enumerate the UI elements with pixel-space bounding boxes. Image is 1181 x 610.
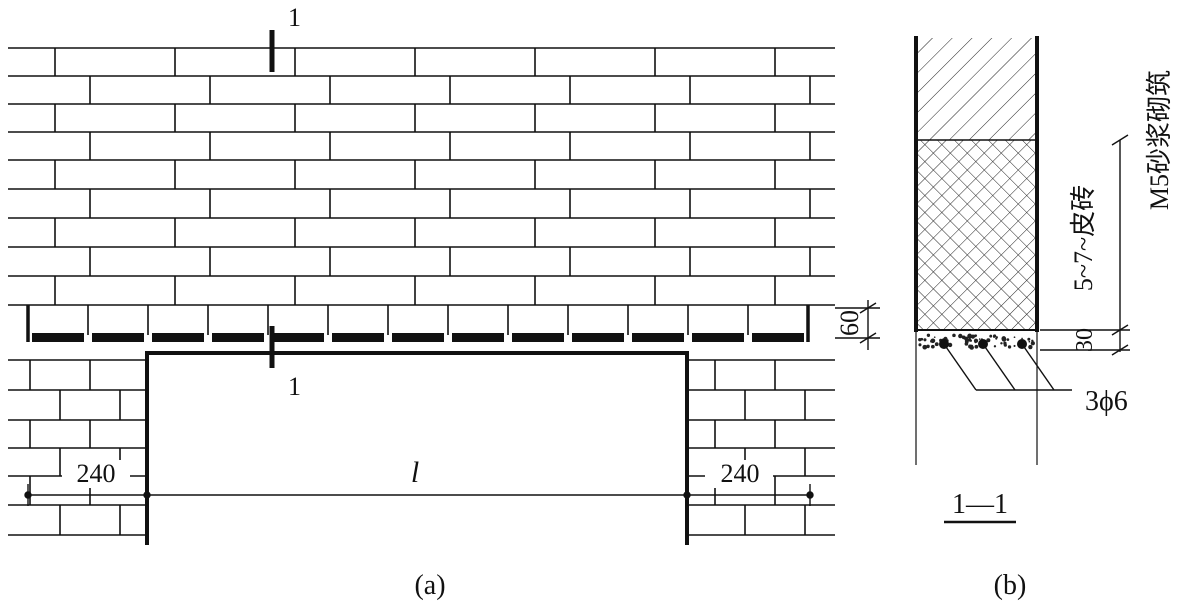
mortar-speck: [1013, 344, 1016, 347]
section-title: 1—1: [952, 489, 1008, 520]
mortar-speck: [1003, 343, 1007, 347]
mortar-speck: [964, 339, 969, 344]
mortar-speck: [974, 344, 979, 349]
lintel-brick-block: [512, 333, 564, 342]
lintel-brick-block: [572, 333, 624, 342]
section-mark-top-label: 1: [288, 3, 301, 32]
mortar-speck: [926, 345, 930, 349]
caption-b: (b): [994, 570, 1027, 601]
mortar-bed-hatching: [918, 333, 1035, 350]
mortar-speck: [986, 338, 991, 343]
dim-span-label: l: [411, 456, 419, 489]
mortar-speck: [934, 342, 939, 347]
mortar-speck: [1006, 338, 1010, 341]
lintel-brick-block: [272, 333, 324, 342]
lintel-brick-block: [752, 333, 804, 342]
rebar-label: 3ϕ6: [1085, 386, 1128, 417]
section-mark-bottom-label: 1: [288, 372, 301, 401]
mortar-speck: [1001, 337, 1007, 342]
mortar-speck: [1027, 337, 1031, 341]
mortar-speck: [1031, 342, 1034, 345]
mortar-speck: [922, 344, 928, 350]
span-dimension-line: [24, 484, 814, 506]
mortar-speck: [930, 339, 934, 343]
brick-wall-elevation: [8, 47, 835, 536]
lintel-brick-block: [632, 333, 684, 342]
lintel-brick-block: [452, 333, 504, 342]
mortar-speck: [995, 336, 998, 339]
brick-courses-label: 5~7~皮砖: [1069, 185, 1098, 291]
lintel-height-dimension: [835, 300, 880, 350]
mortar-speck: [978, 338, 981, 340]
dim-right-label: 240: [721, 459, 760, 488]
opening-frame: [145, 351, 689, 545]
mortar-speck: [958, 333, 963, 339]
mortar-bed-dim-label: 30: [1072, 328, 1098, 352]
mortar-speck: [973, 338, 979, 343]
lintel-brick-block: [32, 333, 84, 342]
mortar-speck: [992, 335, 996, 338]
lintel-brick-block: [212, 333, 264, 342]
mortar-speck: [947, 342, 953, 348]
mortar-speck: [952, 333, 956, 338]
mortar-speck: [933, 336, 936, 338]
mortar-speck: [1028, 340, 1031, 343]
mortar-speck: [1028, 344, 1033, 350]
reinforced-brick-lintel: [26, 305, 810, 342]
mortar-speck: [967, 333, 972, 339]
mortar-speck: [918, 343, 922, 347]
mortar-speck: [1000, 342, 1003, 345]
dim-left-label: 240: [77, 459, 116, 488]
mortar-speck: [961, 335, 966, 340]
lintel-brick-block: [332, 333, 384, 342]
mortar-speck: [927, 334, 930, 337]
mortar-speck: [1013, 336, 1016, 339]
caption-a: (a): [414, 570, 445, 601]
mortar-speck: [973, 334, 977, 338]
mortar-spec-label: M5砂浆砌筑: [1145, 70, 1174, 210]
mortar-speck: [1007, 345, 1012, 349]
mortar-speck: [918, 337, 922, 342]
section-dimensions: [1040, 134, 1130, 356]
mortar-speck: [968, 344, 973, 349]
lintel-brick-block: [92, 333, 144, 342]
mortar-speck: [989, 334, 993, 338]
mortar-speck: [993, 345, 997, 348]
lintel-brick-block: [392, 333, 444, 342]
mortar-speck: [967, 338, 972, 342]
mortar-speck: [923, 338, 927, 342]
mortar-speck: [930, 344, 935, 349]
mortar-speck: [1021, 337, 1023, 340]
section-cut-mark-bottom: 1: [269, 326, 301, 401]
lintel-brick-block: [152, 333, 204, 342]
dim-height-label: 60: [835, 310, 864, 336]
section-cut-mark-top: 1: [269, 3, 301, 72]
section-view: [914, 36, 1072, 465]
lintel-brick-block: [692, 333, 744, 342]
